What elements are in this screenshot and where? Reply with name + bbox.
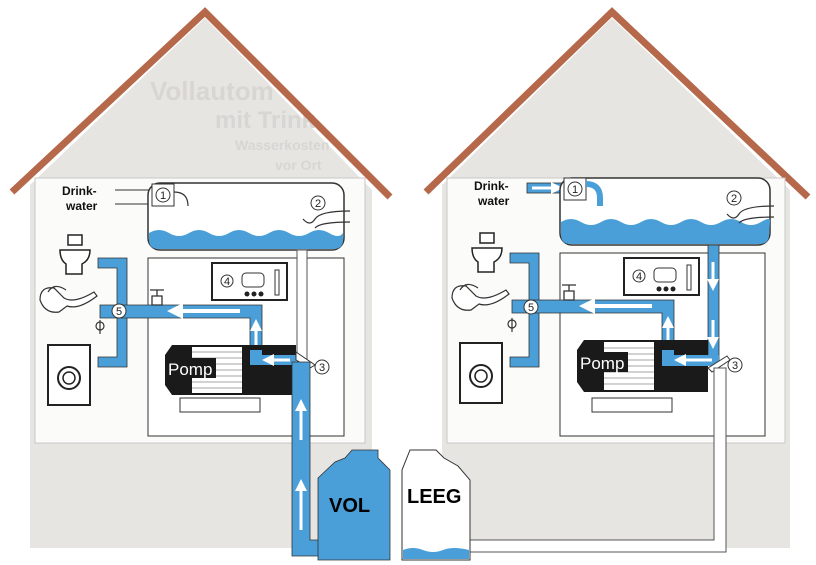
bleed-text: Wasserkosten xyxy=(235,137,329,153)
flower-icon xyxy=(507,318,517,332)
container-full xyxy=(317,449,391,561)
pump-label: Pomp xyxy=(168,360,212,379)
controller-button xyxy=(656,286,662,292)
pump-label: Pomp xyxy=(580,354,624,373)
marker-1-label: 1 xyxy=(572,184,578,196)
marker-2 xyxy=(310,195,326,211)
roof xyxy=(423,7,811,200)
controller-button xyxy=(251,291,257,297)
bleed-text: vor Ort xyxy=(275,157,322,173)
container-empty-residual-water xyxy=(403,548,469,559)
marker-5 xyxy=(523,299,539,315)
controller-button xyxy=(244,291,250,297)
marker-4-label: 4 xyxy=(224,276,230,288)
house-empty-tank: Vollautom mit Trink Wasserkosten vor Ort… xyxy=(9,7,393,548)
marker-3-label: 3 xyxy=(319,362,325,374)
pump-label-bg xyxy=(166,358,216,378)
drinkwater-label: water xyxy=(477,194,510,208)
container-empty-label: LEEG xyxy=(407,486,461,508)
marker-2-label: 2 xyxy=(731,193,737,205)
marker-2-label: 2 xyxy=(315,198,321,210)
controller-button xyxy=(663,286,669,292)
marker-1 xyxy=(155,187,171,203)
container-full-label: VOL xyxy=(329,495,370,517)
tank-drain-pipe xyxy=(296,249,308,363)
inlet-spout-flowing xyxy=(585,181,603,206)
controller-display xyxy=(241,272,265,288)
bleed-text: Vollautom xyxy=(150,76,274,106)
watering-can-icon xyxy=(39,285,98,313)
toilet-icon xyxy=(59,234,91,275)
drinkwater-label: Drink- xyxy=(62,184,97,198)
marker-4-label: 4 xyxy=(636,271,642,283)
pump-label-bg xyxy=(578,352,628,372)
washer-door-inner xyxy=(62,371,76,385)
toilet-icon xyxy=(471,232,503,273)
controller-gauge xyxy=(686,264,692,291)
pump-base xyxy=(179,397,261,413)
marker-5-label: 5 xyxy=(116,306,122,318)
flower-icon xyxy=(95,320,105,334)
marker-2 xyxy=(726,190,742,206)
marker-3 xyxy=(314,359,330,375)
roof xyxy=(9,7,393,200)
overflow-pipe xyxy=(726,205,775,224)
house-full-tank: Drink- water 1 2 4 5 xyxy=(423,7,811,548)
overflow-pipe xyxy=(302,210,351,229)
tap-icon xyxy=(562,284,576,301)
drinkwater-label: Drink- xyxy=(474,179,509,193)
tank-water xyxy=(149,230,343,249)
controller-gauge xyxy=(274,269,280,296)
watering-can-icon xyxy=(451,283,510,311)
bleed-text: mit Trink xyxy=(215,107,316,134)
marker-4 xyxy=(220,274,234,288)
marker-1 xyxy=(567,181,583,197)
controller-button xyxy=(670,286,676,292)
pump-base xyxy=(591,397,673,413)
marker-4 xyxy=(632,269,646,283)
distribution-pipe xyxy=(509,252,540,368)
controller-button xyxy=(258,291,264,297)
marker-5-label: 5 xyxy=(528,302,534,314)
inlet-spout xyxy=(173,191,189,207)
drinkwater-label: water xyxy=(65,199,98,213)
controller-display xyxy=(653,267,677,283)
washer-door-inner xyxy=(474,369,488,383)
marker-3 xyxy=(727,357,743,373)
tank-water xyxy=(561,219,771,244)
distribution-pipe xyxy=(97,257,128,368)
marker-3-label: 3 xyxy=(732,360,738,372)
marker-5 xyxy=(111,303,127,319)
container-empty xyxy=(401,449,471,561)
marker-1-label: 1 xyxy=(160,190,166,202)
tap-icon xyxy=(150,289,164,306)
